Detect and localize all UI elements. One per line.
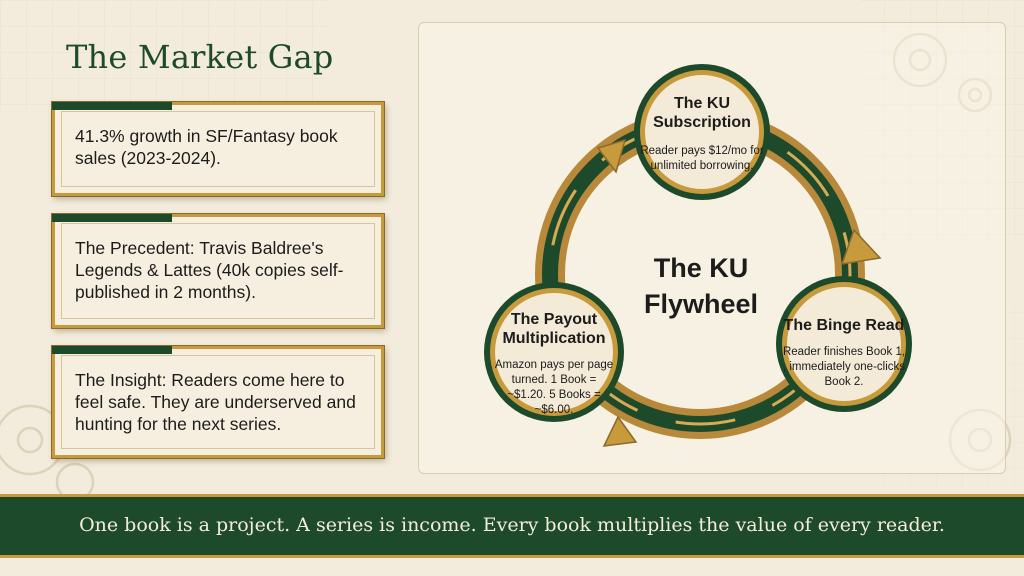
node-title: The Binge Read — [783, 317, 905, 334]
card-text: 41.3% growth in SF/Fantasy book sales (2… — [75, 126, 338, 168]
bottom-banner: One book is a project. A series is incom… — [0, 494, 1024, 558]
page-title: The Market Gap — [66, 38, 334, 76]
flywheel-node — [634, 64, 770, 200]
node-title: The KU Subscription — [653, 95, 751, 131]
cycle-arrows — [596, 138, 882, 447]
precedent-card: The Precedent: Travis Baldree's Legends … — [52, 214, 384, 328]
flywheel-node — [776, 276, 912, 412]
flywheel-node — [484, 282, 624, 422]
node-binge-read: The Binge Read Reader finishes Book 1, ,… — [780, 316, 908, 390]
flywheel-center-label: The KU Flywheel — [643, 253, 759, 319]
node-description: Reader finishes Book 1, , immediately on… — [782, 346, 906, 388]
banner-text: One book is a project. A series is incom… — [79, 514, 945, 536]
flywheel-diagram — [484, 64, 912, 447]
node-description: Reader pays $12/mo for unlimited borrowi… — [640, 145, 764, 172]
insight-card: The Insight: Readers come here to feel s… — [52, 346, 384, 458]
stat-card: 41.3% growth in SF/Fantasy book sales (2… — [52, 102, 384, 196]
node-description: Amazon pays per page turned. 1 Book = ~$… — [494, 359, 614, 416]
node-payout: The Payout Multiplication Amazon pays pe… — [494, 310, 614, 418]
node-subscription: The KU Subscription Reader pays $12/mo f… — [640, 94, 764, 174]
card-text: The Insight: Readers come here to feel s… — [75, 370, 356, 434]
card-text: The Precedent: Travis Baldree's Legends … — [75, 238, 344, 302]
node-title: The Payout Multiplication — [502, 311, 606, 347]
